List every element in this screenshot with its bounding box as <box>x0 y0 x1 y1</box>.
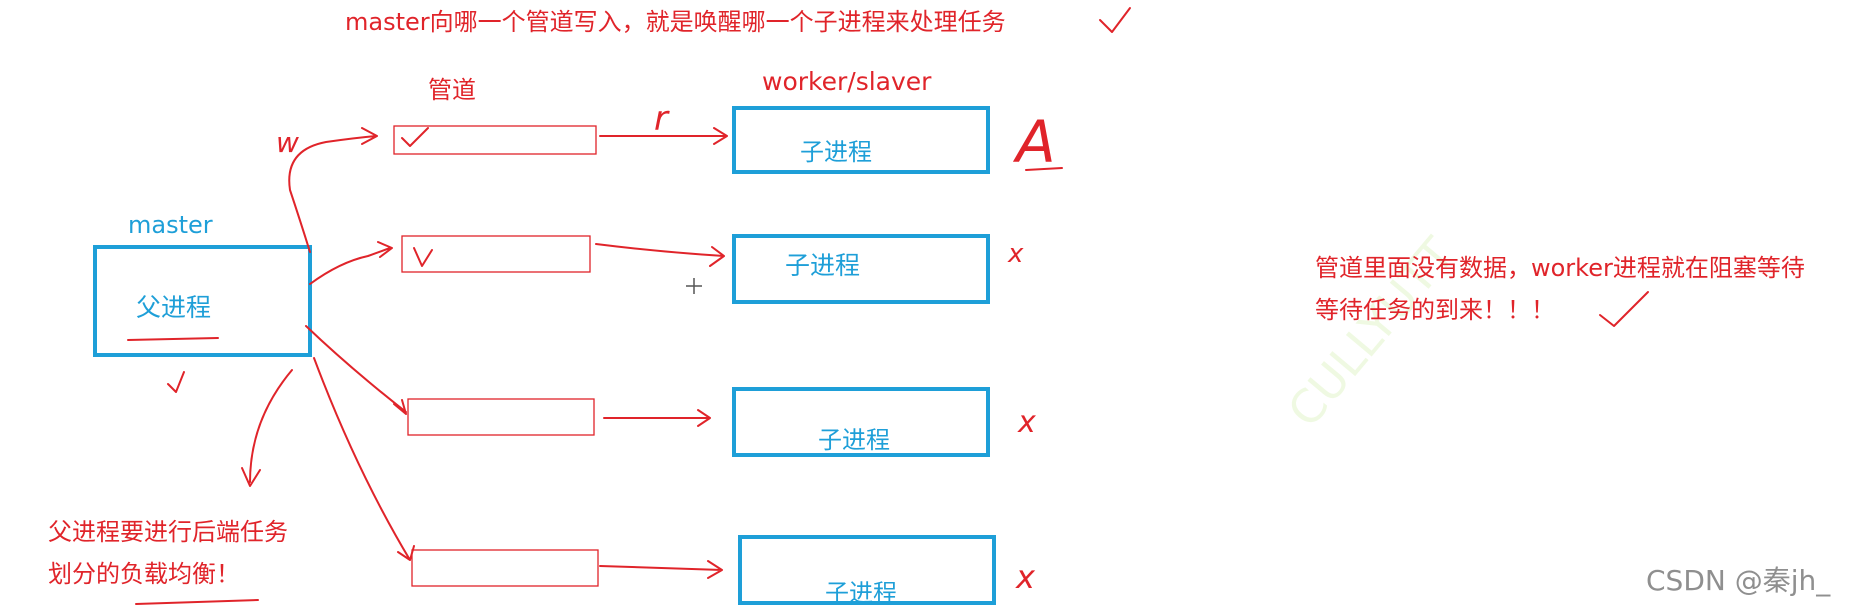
parent-to-pipe-4-arrow <box>313 357 415 561</box>
check-mark-icon <box>1099 7 1131 33</box>
left-note-line-2: 划分的负载均衡！ <box>48 560 240 588</box>
child-process-box-1 <box>732 106 990 174</box>
parent-underline <box>127 337 219 341</box>
right-note-line-2: 等待任务的到来！！！ <box>1315 296 1555 324</box>
pipe-2-to-child-arrow <box>595 243 725 267</box>
top-note: master向哪一个管道写入，就是唤醒哪一个子进程来处理任务 <box>345 8 1006 36</box>
child-process-box-3 <box>732 387 990 457</box>
write-mark: w <box>276 126 299 159</box>
csdn-watermark: CSDN @秦jh_ <box>1646 564 1831 597</box>
pipe-2 <box>401 235 591 273</box>
child-2-x-mark: x <box>1007 239 1024 269</box>
parent-process-box <box>93 245 312 357</box>
child-4-x-mark: x <box>1015 558 1036 596</box>
pipe-3-to-child-arrow <box>603 409 711 427</box>
parent-to-pipe-2-arrow <box>309 241 393 285</box>
child-process-label-3: 子进程 <box>818 426 890 454</box>
cursor-icon <box>686 278 702 294</box>
pipe-1-check-icon <box>401 127 429 147</box>
process-a-mark: A <box>1012 108 1056 176</box>
pipe-4 <box>411 549 599 587</box>
right-note-check-icon <box>1599 291 1649 327</box>
child-process-box-4 <box>738 535 996 605</box>
a-underline <box>1025 167 1063 171</box>
child-process-label-1: 子进程 <box>800 138 872 166</box>
parent-process-label: 父进程 <box>136 293 211 322</box>
worker-column-label: worker/slaver <box>762 67 932 96</box>
parent-check-icon <box>167 371 185 393</box>
parent-down-arrow <box>241 369 293 487</box>
child-process-box-2 <box>732 234 990 304</box>
pipe-1-to-child-arrow <box>599 127 728 145</box>
pipe-column-label: 管道 <box>428 76 476 104</box>
left-note-line-1: 父进程要进行后端任务 <box>48 518 288 546</box>
child-3-x-mark: x <box>1017 405 1036 440</box>
pipe-3 <box>407 398 595 436</box>
child-process-label-4: 子进程 <box>825 579 897 607</box>
read-mark: r <box>654 99 670 139</box>
left-note-underline <box>135 599 259 605</box>
pipe-4-to-child-arrow <box>599 560 723 579</box>
master-label: master <box>128 211 213 239</box>
pipe-1 <box>393 125 597 155</box>
parent-to-pipe-3-arrow <box>305 325 407 415</box>
parent-to-pipe-1-arrow <box>288 127 378 253</box>
pipe-2-check-icon <box>413 247 433 267</box>
child-process-label-2: 子进程 <box>785 251 860 280</box>
right-note-line-1: 管道里面没有数据，worker进程就在阻塞等待 <box>1315 254 1805 282</box>
